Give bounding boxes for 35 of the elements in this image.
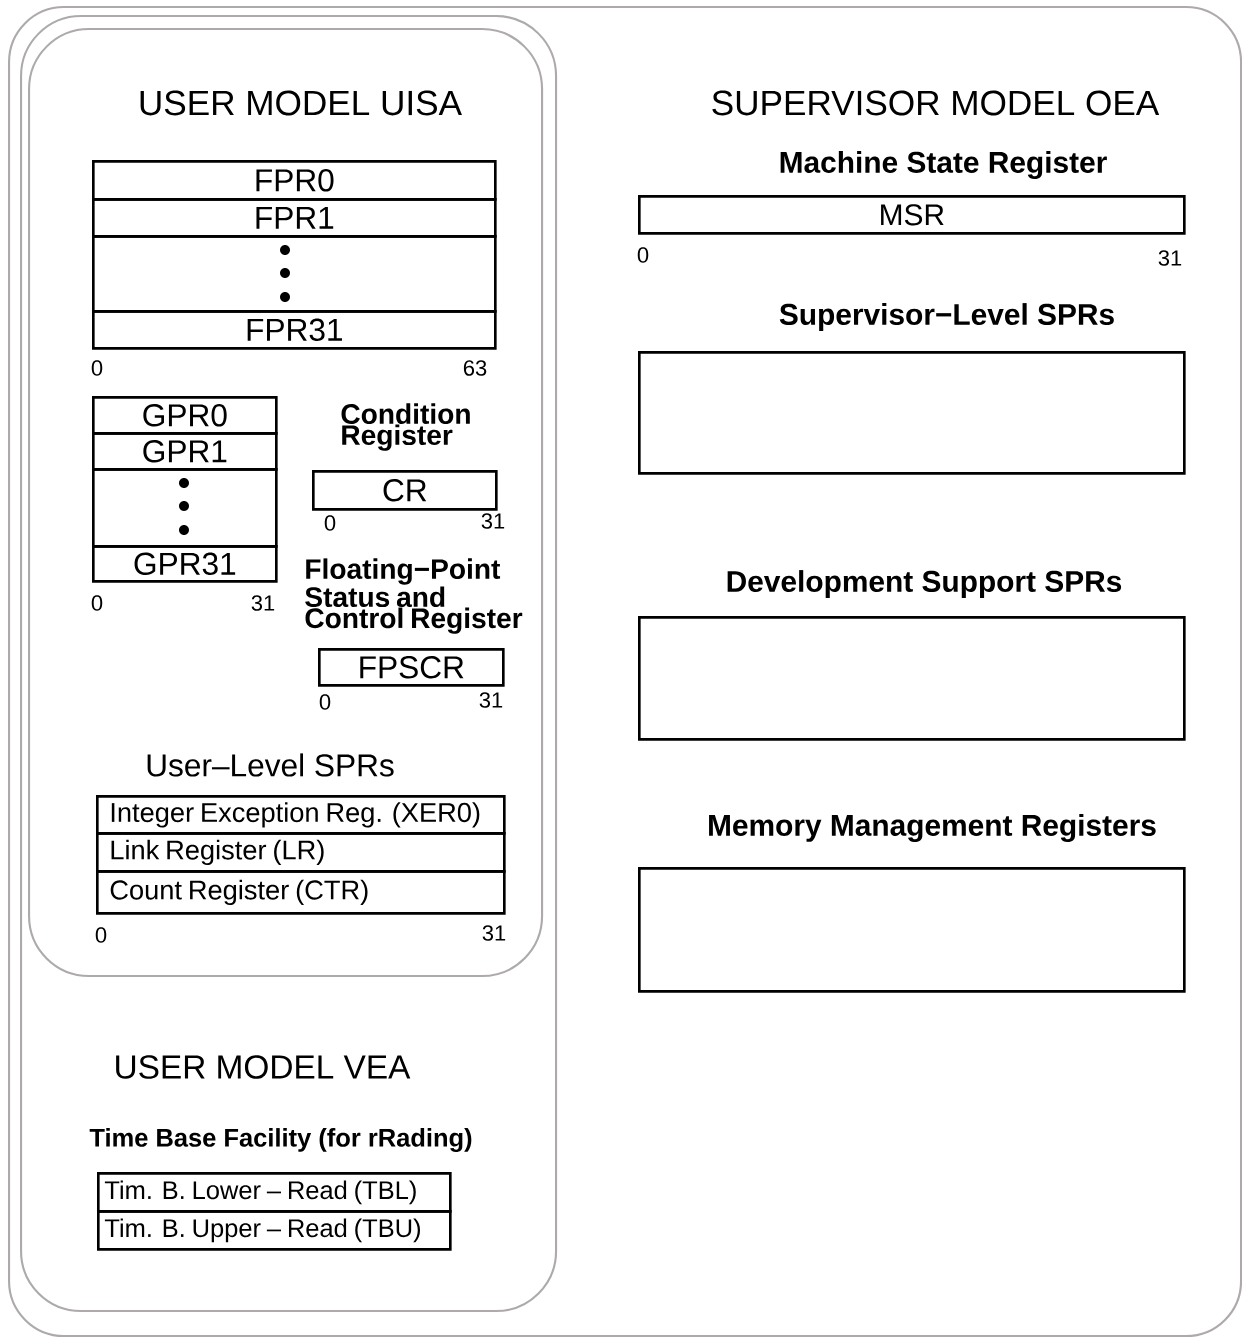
- register-row: FPSCR: [318, 648, 505, 687]
- bit-number: 63: [463, 360, 487, 376]
- register-row: FPR0: [92, 160, 497, 201]
- register-heading: Condition Register: [341, 403, 470, 451]
- register-heading: Development Support SPRs: [727, 570, 1122, 598]
- register-row: Count Register (CTR): [96, 870, 506, 915]
- panel-heading: SUPERVISOR MODEL OEA: [712, 90, 1160, 116]
- bit-number: 0: [95, 927, 107, 943]
- register-heading: Memory Management Registers: [709, 814, 1156, 842]
- bit-number: 0: [324, 515, 336, 531]
- register-row: Tim. B. Upper – Read (TBU): [97, 1210, 452, 1251]
- register-row: FPR1: [92, 198, 497, 238]
- bit-number: 0: [91, 595, 103, 611]
- register-row: CR: [312, 470, 498, 511]
- register-row: Tim. B. Lower – Read (TBL): [97, 1172, 452, 1213]
- register-row: Integer Exception Reg. (XER0): [96, 795, 506, 835]
- register-row: FPR31: [92, 310, 497, 350]
- register-heading: Floating−Point Status and Control Register: [305, 558, 523, 634]
- panel-heading: USER MODEL VEA: [116, 1055, 411, 1079]
- register-row: GPR0: [92, 396, 278, 435]
- register-row: GPR1: [92, 432, 278, 471]
- bit-number: 31: [251, 595, 275, 611]
- ellipsis-row: [92, 468, 278, 548]
- register-row: Link Register (LR): [96, 832, 506, 873]
- bit-number: 31: [481, 513, 505, 529]
- ellipsis-row: [92, 235, 497, 313]
- register-heading: Machine State Register: [780, 151, 1107, 179]
- panel-heading: USER MODEL UISA: [140, 90, 462, 116]
- section-heading: Time Base Facility (for rRading): [89, 1128, 472, 1152]
- register-row: GPR31: [92, 545, 278, 583]
- bit-number: 0: [91, 360, 103, 376]
- bit-number: 31: [482, 925, 506, 941]
- register-row: MSR: [638, 195, 1186, 235]
- register-heading: Supervisor−Level SPRs: [779, 303, 1114, 331]
- section-heading: User–Level SPRs: [147, 753, 394, 777]
